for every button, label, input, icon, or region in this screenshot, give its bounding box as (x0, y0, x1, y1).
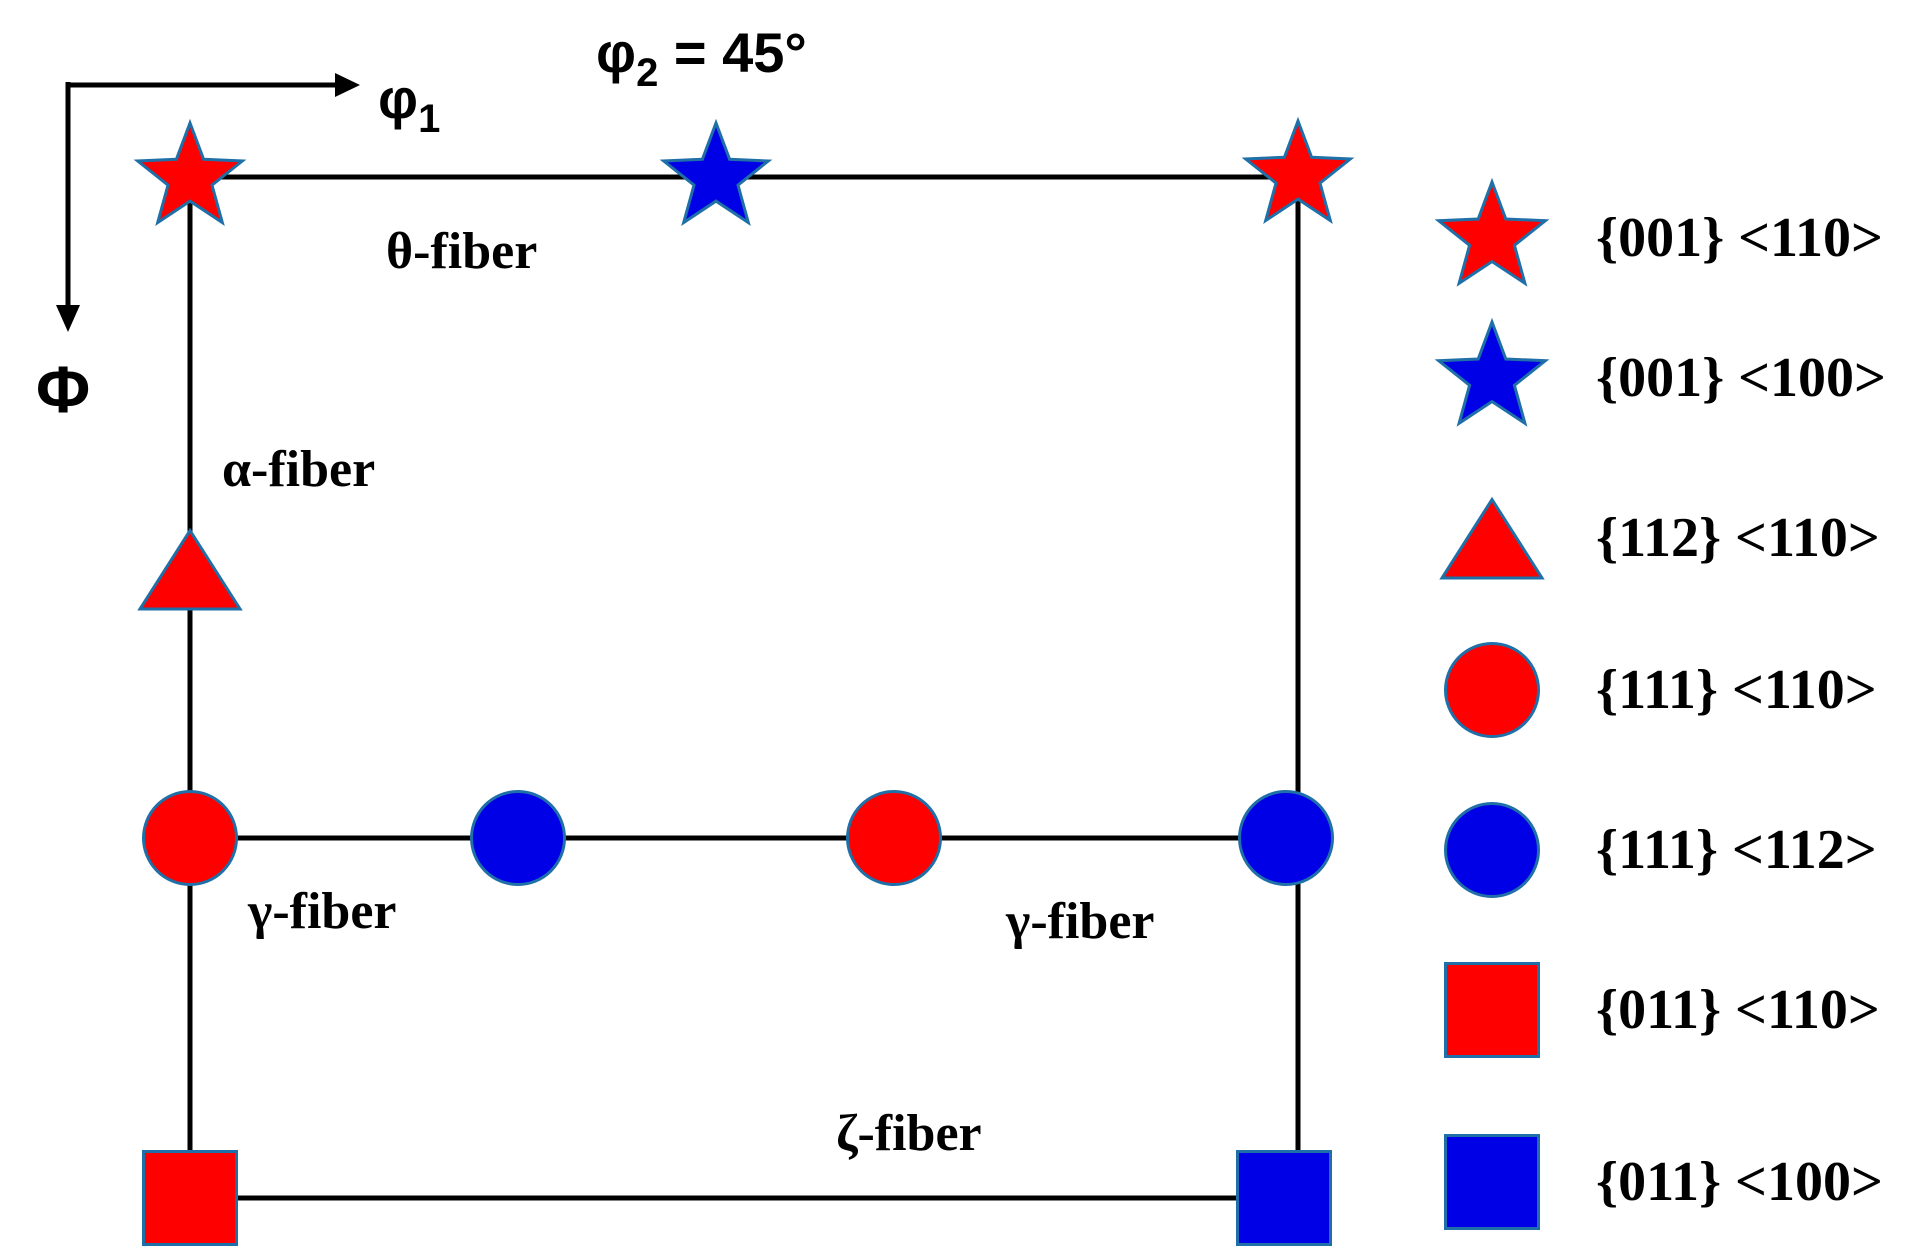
legend-item: {112} <110> (1439, 496, 1880, 580)
legend-item: {111} <112> (1444, 802, 1877, 898)
legend-label: {011} <100> (1596, 1151, 1883, 1213)
arrow-down-icon (56, 305, 80, 332)
legend-label: {001} <110> (1596, 207, 1883, 269)
blue-circle-icon (1238, 790, 1334, 886)
arrow-right-icon (335, 73, 360, 97)
red-square-icon (1444, 962, 1540, 1058)
section-label: φ2 = 45° (596, 21, 807, 95)
red-square-icon (142, 1150, 238, 1246)
legend-label: {001} <100> (1596, 347, 1886, 409)
legend-item: {001} <100> (1434, 317, 1886, 427)
legend-item: {111} <110> (1444, 642, 1877, 738)
zeta-fiber-label: ζ-fiber (836, 1105, 982, 1162)
blue-square-icon (1444, 1134, 1540, 1230)
red-triangle-icon (1439, 496, 1545, 580)
phi1-axis-label: φ1 (378, 67, 440, 141)
red-star-icon (133, 118, 247, 226)
red-circle-icon (1444, 642, 1540, 738)
legend: {001} <110> {001} <100> {112} <110> {111} <… (1434, 177, 1886, 1230)
legend-item: {011} <100> (1444, 1134, 1883, 1230)
legend-item: {001} <110> (1434, 177, 1883, 287)
red-triangle-icon (137, 527, 243, 611)
gamma-fiber-label-right: γ-fiber (1005, 893, 1154, 950)
red-star-icon (1241, 116, 1355, 224)
Phi-axis-label: Φ (36, 352, 90, 426)
axis-arrows (56, 73, 360, 332)
blue-star-icon (659, 118, 773, 226)
legend-label: {011} <110> (1596, 979, 1880, 1041)
legend-label: {111} <112> (1596, 819, 1877, 881)
legend-item: {011} <110> (1444, 962, 1880, 1058)
red-star-icon (1434, 177, 1550, 287)
gamma-fiber-label-left: γ-fiber (247, 883, 396, 940)
theta-fiber-label: θ-fiber (386, 223, 537, 280)
blue-circle-icon (1444, 802, 1540, 898)
blue-circle-icon (470, 790, 566, 886)
alpha-fiber-label: α-fiber (222, 441, 375, 498)
blue-star-icon (1434, 317, 1550, 427)
legend-label: {111} <110> (1596, 659, 1877, 721)
fiber-lines (187, 174, 1301, 1201)
red-circle-icon (142, 790, 238, 886)
red-circle-icon (846, 790, 942, 886)
texture-markers (133, 116, 1355, 1246)
blue-square-icon (1236, 1150, 1332, 1246)
legend-label: {112} <110> (1596, 507, 1880, 569)
